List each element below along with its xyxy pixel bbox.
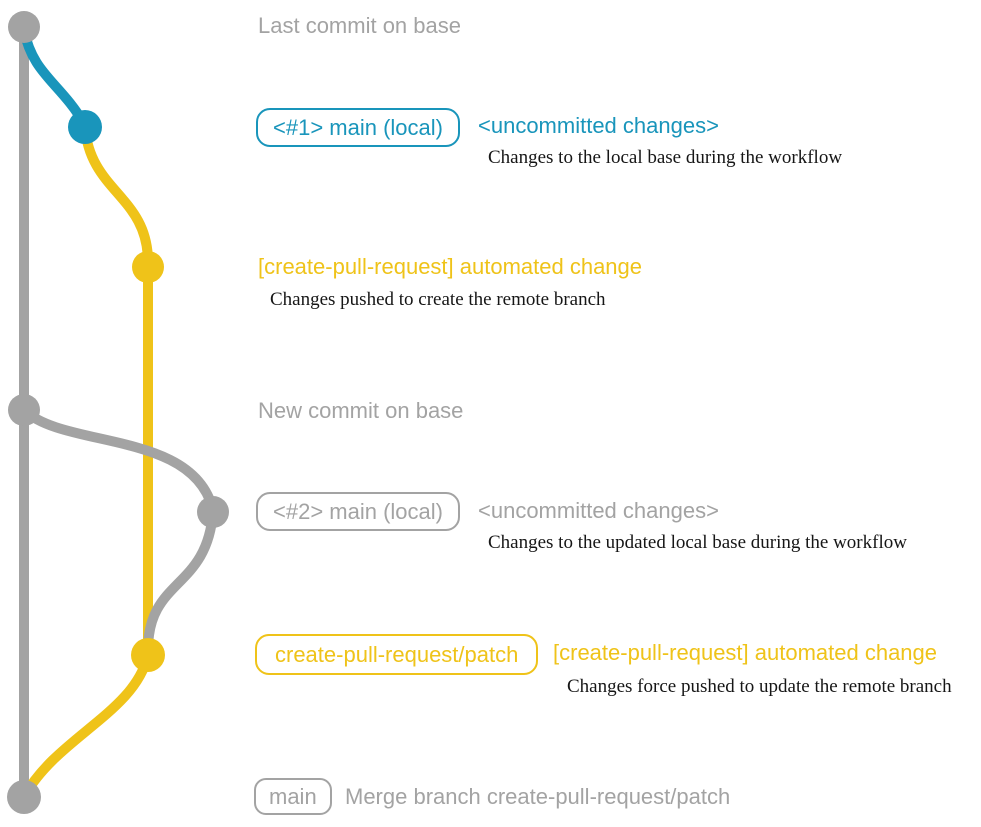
patch-branch-line: [80, 122, 153, 660]
commit-title-automated-2: [create-pull-request] automated change: [553, 640, 938, 665]
commit-dot-uncommitted-1: [68, 110, 102, 144]
branch-badge-main-local-1: <#1> main (local): [256, 108, 460, 147]
commit-description-automated-2: Changes force pushed to update the remot…: [567, 676, 952, 697]
branch-badge-main: main: [254, 778, 332, 815]
branch-badge-create-pull-request-patch: create-pull-request/patch: [255, 634, 539, 675]
commit-description-uncommitted-1: Changes to the local base during the wor…: [488, 147, 843, 168]
commit-dot-uncommitted-2: [197, 496, 229, 528]
commit-description-automated-1: Changes pushed to create the remote bran…: [270, 289, 606, 310]
commit-title-uncommitted-2: <uncommitted changes>: [478, 498, 719, 523]
commit-dot-last-base: [8, 11, 40, 43]
commit-dot-automated-1: [132, 251, 164, 283]
commit-description-uncommitted-2: Changes to the updated local base during…: [488, 532, 907, 553]
commit-title-new-base: New commit on base: [258, 398, 464, 423]
main-local-branch-curve: [19, 25, 90, 130]
commit-dot-merge: [7, 780, 41, 814]
commit-dot-automated-2: [131, 638, 165, 672]
commit-title-merge: Merge branch create-pull-request/patch: [345, 784, 731, 809]
patch-merge-curve: [20, 650, 153, 800]
commit-title-uncommitted-1: <uncommitted changes>: [478, 113, 719, 138]
commit-title-last-base: Last commit on base: [258, 13, 461, 38]
main-local-2-branch-curve: [19, 405, 218, 515]
commit-dot-new-base: [8, 394, 40, 426]
branch-badge-main-local-2: <#2> main (local): [256, 492, 460, 531]
commit-title-automated-1: [create-pull-request] automated change: [258, 254, 643, 279]
main-local-2-merge-curve: [143, 507, 218, 655]
